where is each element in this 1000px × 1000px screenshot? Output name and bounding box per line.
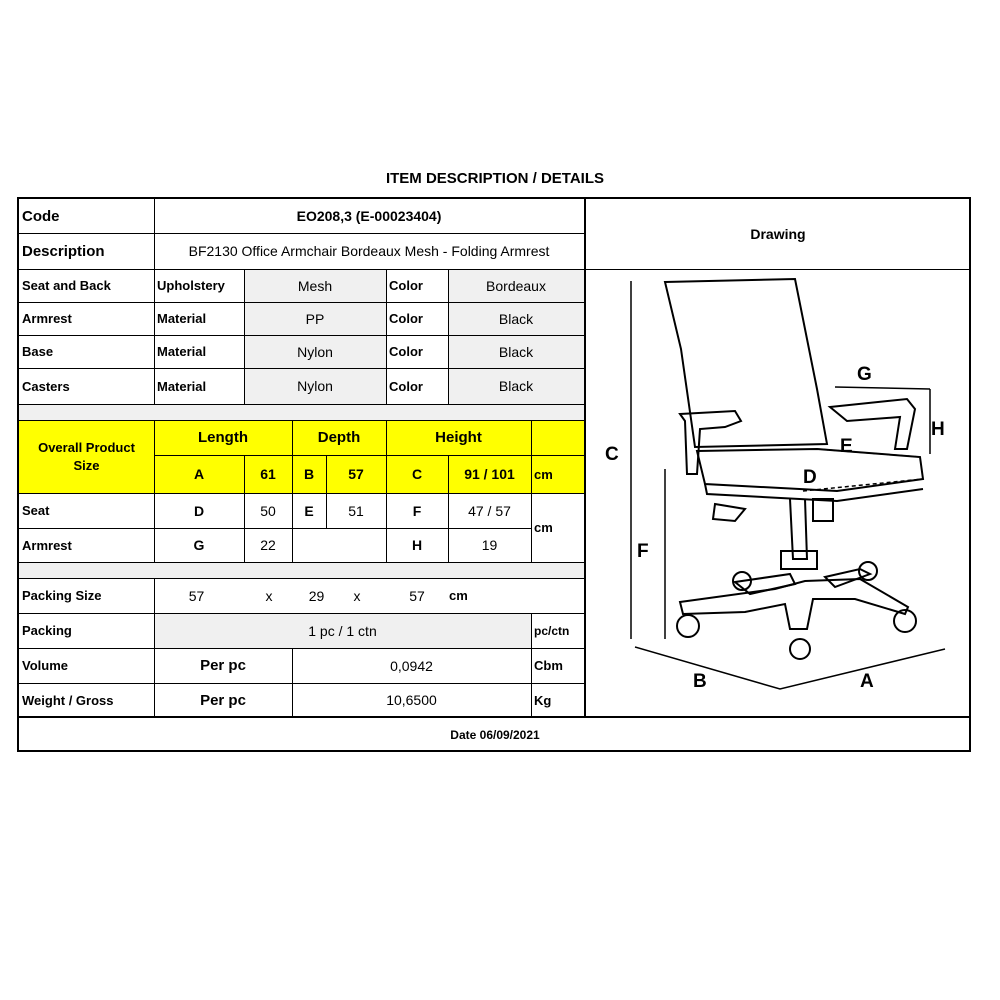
code-value: EO208,3 (E-00023404) — [296, 208, 442, 224]
length-header: Length — [154, 420, 292, 455]
description-label: Description — [22, 242, 105, 260]
unit-header-blank — [531, 420, 585, 455]
dim-value-d: 50 — [260, 502, 276, 519]
backrest — [663, 277, 829, 449]
drawing-letter-f: F — [637, 541, 649, 562]
row-part-label: Armrest — [22, 311, 72, 326]
sheet-title: ITEM DESCRIPTION / DETAILS — [385, 170, 605, 187]
dim-letter-f: F — [412, 502, 422, 519]
height-header: Height — [386, 420, 531, 455]
volume-per: Per pc — [200, 657, 246, 674]
drawing-letter-b: B — [693, 671, 707, 692]
row-attr-value: PP — [244, 302, 386, 335]
row-color-value: Bordeaux — [448, 269, 584, 302]
packing-x-2: x — [353, 587, 361, 604]
packing-unit: pc/ctn — [534, 623, 570, 638]
drawing-label: Drawing — [750, 226, 806, 242]
dim-line-e — [816, 448, 921, 458]
packing-length: 57 — [188, 587, 205, 604]
row-attr-label: Material — [157, 378, 207, 394]
dim-value-h: 19 — [481, 537, 498, 553]
volume-label: Volume — [22, 658, 68, 673]
drawing-letter-h: H — [931, 419, 945, 440]
row-color-value: Black — [448, 302, 584, 335]
weight-value: 10,6500 — [386, 692, 437, 708]
row-color-value: Black — [448, 335, 584, 368]
dim-letter-e: E — [304, 502, 314, 519]
row-attr-value: Nylon — [244, 368, 386, 404]
drawing-letter-e: E — [840, 436, 853, 457]
row-attr-label: Upholstery — [157, 278, 225, 293]
drawing-letter-d: D — [803, 467, 817, 488]
overall-size-label: Overall Product Size — [19, 420, 154, 493]
weight-per: Per pc — [200, 691, 246, 709]
description-value: BF2130 Office Armchair Bordeaux Mesh - F… — [188, 243, 550, 259]
volume-unit: Cbm — [534, 658, 563, 673]
packing-width: 29 — [308, 587, 325, 604]
depth-header: Depth — [292, 420, 386, 455]
dim-letter-b: B — [292, 455, 326, 493]
dim-letter-h: H — [411, 537, 423, 553]
row-attr-value: Nylon — [244, 335, 386, 368]
packing-size-unit: cm — [449, 588, 468, 603]
dim-letter-d: D — [193, 502, 205, 519]
row-color-value: Black — [448, 368, 584, 404]
row-part-label: Casters — [22, 378, 70, 394]
code-label: Code — [22, 207, 60, 225]
row-attr-label: Material — [157, 344, 207, 359]
chair-drawing: C F G H E D B A — [585, 269, 971, 717]
dim-unit: cm — [531, 455, 585, 493]
dim-value-c: 91 / 101 — [448, 455, 531, 493]
packing-label: Packing — [22, 623, 72, 638]
armrest-label: Armrest — [22, 537, 72, 553]
dim-line-ab — [634, 646, 946, 690]
dim-letter-a: A — [154, 455, 244, 493]
drawing-letter-g: G — [857, 364, 872, 385]
dim-line-d — [802, 478, 924, 492]
volume-value: 0,0942 — [390, 657, 433, 674]
packing-size-label: Packing Size — [22, 588, 102, 603]
row-attr-label: Material — [157, 311, 207, 326]
dim-value-g: 22 — [260, 537, 276, 553]
dim-line-g — [834, 386, 931, 390]
dim-value-e: 51 — [348, 502, 364, 519]
row-color-label: Color — [389, 378, 423, 394]
spec-sheet: Code EO208,3 (E-00023404) Description BF… — [17, 197, 971, 752]
date-footer: Date 06/09/2021 — [450, 727, 540, 742]
dim-value-f: 47 / 57 — [468, 502, 511, 519]
weight-label: Weight / Gross — [22, 692, 114, 708]
seat-armrest-unit: cm — [534, 520, 553, 535]
dim-value-b: 57 — [326, 455, 386, 493]
packing-value: 1 pc / 1 ctn — [154, 613, 531, 648]
spacer-row — [19, 404, 585, 420]
row-color-label: Color — [389, 278, 423, 293]
weight-unit: Kg — [534, 692, 552, 708]
dim-value-a: 61 — [244, 455, 292, 493]
drawing-letter-a: A — [860, 671, 874, 692]
spacer-row — [19, 562, 585, 578]
row-color-label: Color — [389, 344, 423, 359]
row-part-label: Seat and Back — [22, 278, 111, 293]
packing-x-1: x — [265, 587, 273, 604]
drawing-letter-c: C — [605, 444, 619, 465]
seat-label: Seat — [22, 503, 50, 518]
packing-height: 57 — [409, 587, 425, 604]
row-part-label: Base — [22, 344, 54, 359]
chair-line-art — [630, 277, 946, 690]
row-attr-value: Mesh — [244, 269, 386, 302]
row-color-label: Color — [389, 311, 423, 326]
dim-letter-c: C — [386, 455, 448, 493]
dim-letter-g: G — [193, 537, 205, 553]
